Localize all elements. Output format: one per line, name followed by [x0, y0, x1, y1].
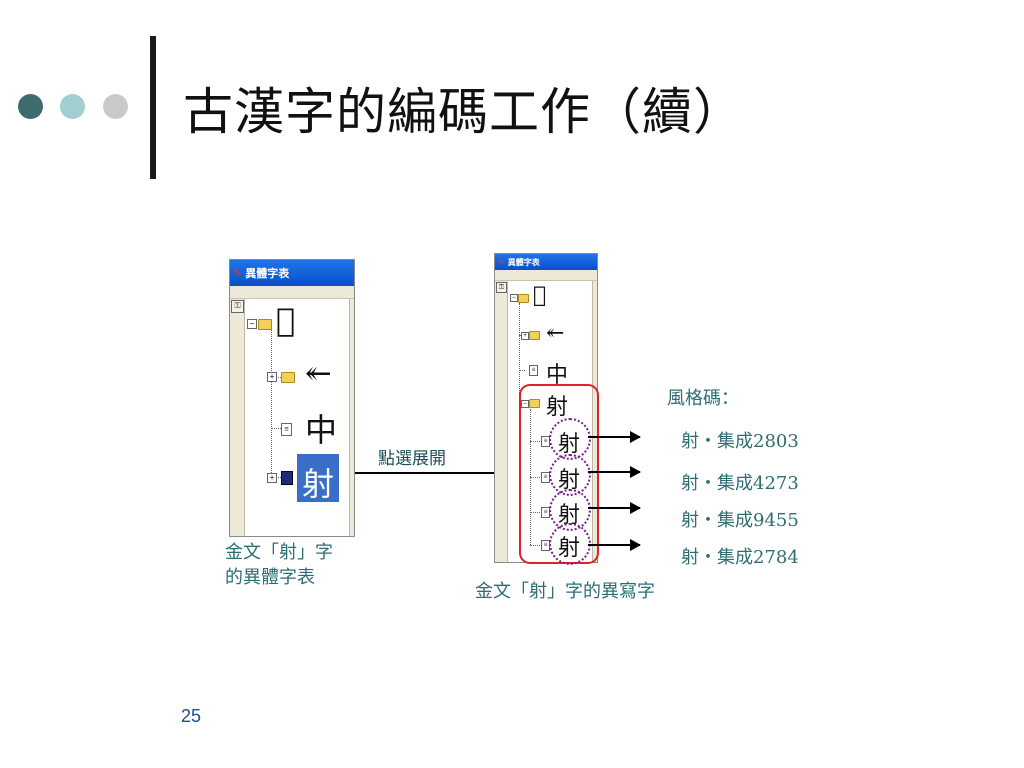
tree-guide-line: [530, 545, 540, 546]
expanded-group-highlight: [519, 384, 599, 564]
style-code-heading: 風格碼：: [667, 388, 739, 409]
document-icon: ≡: [281, 423, 292, 436]
document-icon: ≡: [529, 365, 538, 376]
bullet-dot-light: [103, 94, 128, 119]
app-logo-icon: ✎: [498, 257, 505, 267]
collapse-toggle[interactable]: −: [510, 294, 518, 302]
left-window-tree: − 𢎏 + ↞ ≡ 中 + 射: [245, 299, 354, 536]
slide-title: 古漢字的編碼工作（續）: [183, 83, 744, 141]
tree-guide-line: [271, 329, 272, 477]
left-caption-line1: 金文「射」字: [225, 542, 333, 563]
right-window-menubar: [495, 270, 597, 281]
tree-node-glyph[interactable]: 中: [546, 363, 569, 388]
tree-node-glyph[interactable]: 𢎏: [276, 301, 296, 339]
key-icon[interactable]: ⚿: [231, 300, 244, 313]
style-code-arrow-1: [588, 431, 641, 443]
tree-node-glyph[interactable]: 射: [546, 395, 569, 420]
collapse-toggle[interactable]: −: [247, 319, 257, 329]
action-label: 點選展開: [378, 449, 446, 469]
tree-node-glyph[interactable]: 射: [302, 465, 335, 503]
right-variant-window: ✎ 異體字表 ⚿ − 𢎏 + ↞ ≡ 中 − 射 ≡ 射 ≡: [494, 253, 598, 563]
expand-toggle[interactable]: +: [267, 372, 277, 382]
key-icon[interactable]: ⚿: [496, 282, 507, 293]
expand-toggle[interactable]: +: [521, 332, 529, 340]
variant-circle-4: [549, 523, 591, 565]
tree-guide-line: [271, 377, 283, 378]
right-window-scrollbar[interactable]: [592, 281, 597, 562]
style-code-arrow-3: [588, 502, 641, 514]
tree-guide-line: [530, 477, 540, 478]
tree-guide-line: [519, 303, 520, 403]
tree-guide-line: [530, 441, 540, 442]
style-code-item: 射・集成4273: [681, 473, 799, 494]
style-code-arrow-4: [588, 539, 641, 551]
tree-node-glyph[interactable]: ↞: [546, 321, 565, 346]
bullet-dot-dark: [18, 94, 43, 119]
app-logo-icon: ✎: [233, 266, 243, 280]
left-window-scrollbar[interactable]: [349, 299, 354, 536]
right-caption: 金文「射」字的異寫字: [475, 581, 655, 602]
left-window-side-panel: ⚿: [230, 299, 245, 536]
tree-guide-line: [519, 370, 525, 371]
left-window-titlebar[interactable]: ✎ 異體字表: [230, 260, 354, 286]
right-window-tree: − 𢎏 + ↞ ≡ 中 − 射 ≡ 射 ≡ 射 ≡ 射 ≡ 射: [508, 281, 597, 562]
tree-guide-line: [530, 512, 540, 513]
style-code-item: 射・集成2784: [681, 547, 799, 568]
right-window-side-panel: ⚿: [495, 281, 508, 562]
expand-toggle[interactable]: +: [267, 473, 277, 483]
selected-node-highlight[interactable]: [297, 454, 339, 502]
style-code-item: 射・集成9455: [681, 510, 799, 531]
tree-guide-line: [271, 477, 283, 478]
tree-guide-line: [271, 428, 283, 429]
right-window-titlebar[interactable]: ✎ 異體字表: [495, 254, 597, 270]
tree-node-glyph[interactable]: 中: [305, 411, 338, 449]
tree-node-glyph[interactable]: 𢎏: [533, 283, 547, 308]
tree-node-glyph[interactable]: ↞: [305, 354, 332, 392]
folder-icon: [258, 319, 272, 330]
collapse-toggle[interactable]: −: [521, 400, 529, 408]
left-variant-window: ✎ 異體字表 ⚿ − 𢎏 + ↞ ≡ 中 + 射: [229, 259, 355, 537]
left-window-menubar: [230, 286, 354, 299]
bullet-dot-mid: [60, 94, 85, 119]
folder-icon: [518, 294, 529, 303]
left-window-title: 異體字表: [245, 267, 290, 280]
page-number: 25: [181, 706, 202, 726]
folder-icon: [529, 399, 540, 408]
style-code-item: 射・集成2803: [681, 431, 799, 452]
folder-icon: [529, 331, 540, 340]
right-window-title: 異體字表: [507, 257, 540, 267]
title-divider: [150, 36, 156, 179]
left-caption-line2: 的異體字表: [225, 567, 315, 588]
document-icon: [281, 471, 293, 485]
style-code-arrow-2: [588, 466, 641, 478]
folder-icon: [281, 372, 295, 383]
